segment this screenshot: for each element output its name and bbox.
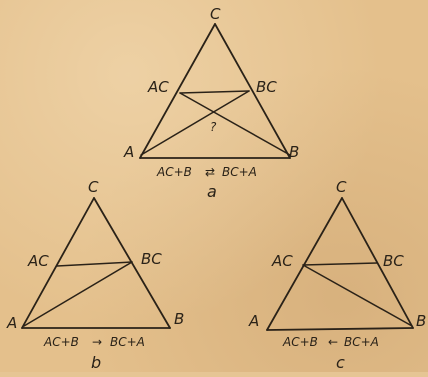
figure-caption: c <box>336 353 345 372</box>
vertex-label-right: B <box>416 312 426 330</box>
equation-left: AC+B <box>156 165 192 179</box>
connector-bc-a <box>23 261 133 327</box>
mid-label-left: AC <box>27 252 49 270</box>
figure-caption: b <box>91 353 101 372</box>
vertex-label-left: A <box>123 143 134 161</box>
vertex-label-top: C <box>88 178 99 196</box>
mid-label-right: BC <box>256 78 277 96</box>
equation-arrow: → <box>92 335 102 349</box>
connector-ac-b <box>302 264 413 327</box>
mid-label-left: AC <box>147 78 169 96</box>
figure-a: C A B AC BC ? AC+B ⇄ BC+A a <box>123 5 299 201</box>
connector-ac-b <box>179 92 291 156</box>
vertex-label-top: C <box>210 5 221 23</box>
vertex-label-right: B <box>289 143 299 161</box>
edge-ac <box>266 197 343 331</box>
figure-c: C A B AC BC AC+B ← BC+A c <box>248 178 426 372</box>
edge-bc <box>214 23 291 159</box>
equation-arrow: ← <box>328 335 338 349</box>
connector-ac-bc <box>302 262 378 266</box>
equation-right: BC+A <box>344 335 379 349</box>
vertex-label-left: A <box>6 314 17 332</box>
connector-bc-a <box>140 90 250 156</box>
edge-ac <box>21 197 95 329</box>
equation-arrow: ⇄ <box>205 165 215 179</box>
edge-bc <box>93 197 171 329</box>
vertex-label-top: C <box>336 178 347 196</box>
equation-right: BC+A <box>222 165 257 179</box>
equation-right: BC+A <box>110 335 145 349</box>
center-label: ? <box>210 120 217 134</box>
mid-label-right: BC <box>383 252 404 270</box>
vertex-label-right: B <box>174 310 184 328</box>
figure-caption: a <box>207 182 217 201</box>
mid-label-right: BC <box>141 250 162 268</box>
vertex-label-left: A <box>248 312 259 330</box>
equation-left: AC+B <box>282 335 318 349</box>
equation-left: AC+B <box>43 335 79 349</box>
figure-b: C A B AC BC AC+B → BC+A b <box>6 178 184 372</box>
connector-ac-bc <box>179 90 250 94</box>
mid-label-left: AC <box>271 252 293 270</box>
edge-ac <box>139 23 216 159</box>
connector-ac-bc <box>56 261 133 267</box>
edge-ab <box>266 327 414 331</box>
